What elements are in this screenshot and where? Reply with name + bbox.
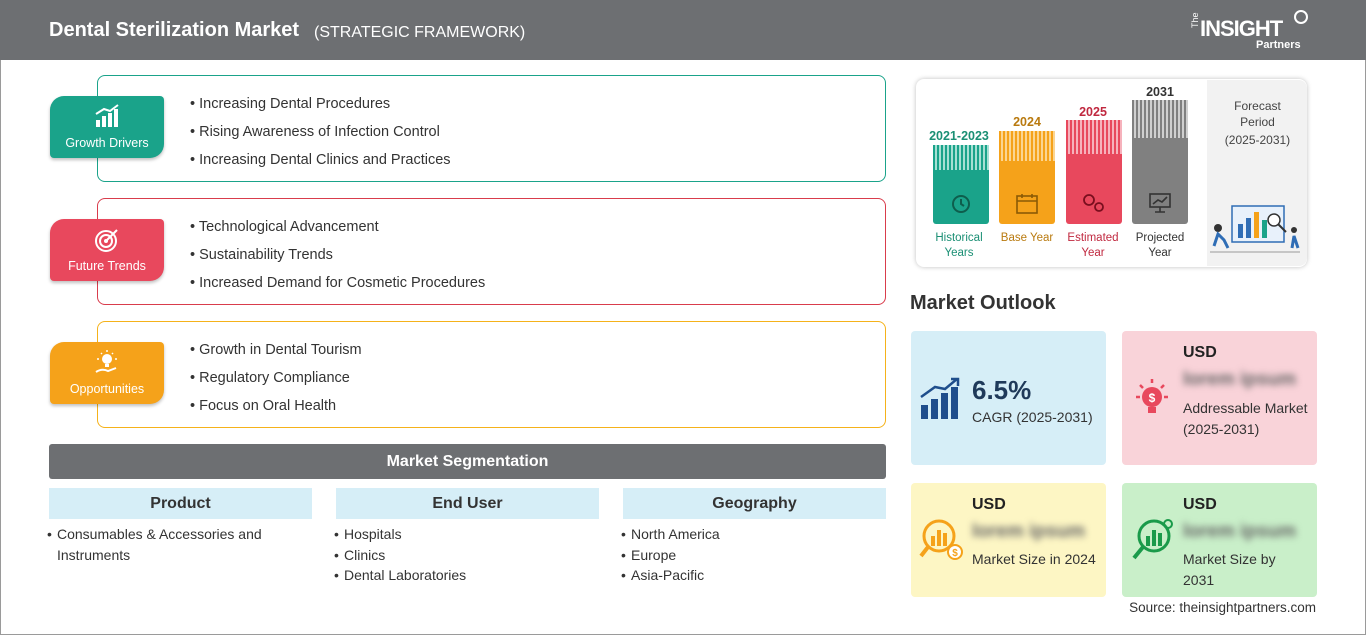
addressable-market-value: lorem ipsum bbox=[1183, 369, 1296, 390]
future-trends-card: Technological Advancement Sustainability… bbox=[97, 198, 886, 305]
calendar-icon bbox=[1016, 194, 1038, 214]
chart-magnifier-icon: $ bbox=[919, 519, 963, 560]
page-title: Dental Sterilization Market bbox=[49, 19, 300, 41]
segmentation-title: Market Segmentation bbox=[49, 444, 886, 479]
end-user-list: Hospitals Clinics Dental Laboratories bbox=[334, 524, 574, 586]
list-item: Increasing Dental Clinics and Practices bbox=[190, 152, 450, 180]
timeline-label-base: Base Year bbox=[1000, 232, 1054, 244]
list-item: Europe bbox=[621, 545, 861, 566]
addressable-market-card: USD lorem ipsum Addressable Market (2025… bbox=[1122, 331, 1317, 465]
list-item: Increasing Dental Procedures bbox=[190, 96, 451, 124]
list-item: Regulatory Compliance bbox=[190, 370, 362, 398]
chart-magnifier-icon bbox=[1132, 519, 1173, 560]
market-size-2024-label: Market Size in 2024 bbox=[972, 551, 1096, 567]
cagr-label: CAGR (2025-2031) bbox=[972, 409, 1093, 425]
logo-arc-icon bbox=[1294, 10, 1308, 24]
list-item: Increased Demand for Cosmetic Procedures bbox=[190, 275, 485, 303]
cagr-card: 6.5% CAGR (2025-2031) bbox=[911, 331, 1106, 465]
market-size-2031-value: lorem ipsum bbox=[1183, 521, 1296, 542]
timeline-year-estimated: 2025 bbox=[1079, 105, 1107, 119]
list-item: Dental Laboratories bbox=[334, 565, 574, 586]
addressable-market-label: Addressable Market (2025-2031) bbox=[1183, 400, 1308, 437]
opportunities-badge: Opportunities bbox=[50, 342, 164, 404]
market-size-2031-card: USD lorem ipsum Market Size by 2031 bbox=[1122, 483, 1317, 597]
forecast-period-label: Forecast Period (2025-2031) bbox=[1224, 99, 1291, 147]
target-icon bbox=[95, 229, 118, 252]
list-item: North America bbox=[621, 524, 861, 545]
market-size-2024-value: lorem ipsum bbox=[972, 521, 1085, 542]
analytics-illustration-icon bbox=[1210, 205, 1300, 253]
product-list: Consumables & Accessories and Instrument… bbox=[47, 524, 287, 565]
growth-drivers-card: Increasing Dental Procedures Rising Awar… bbox=[97, 75, 886, 182]
timeline-bar-historical bbox=[933, 145, 989, 224]
market-outlook-title: Market Outlook bbox=[910, 292, 1056, 314]
header-bar: Dental Sterilization Market (STRATEGIC F… bbox=[0, 0, 1366, 60]
history-icon bbox=[952, 195, 970, 213]
market-size-2031-label: Market Size by 2031 bbox=[1183, 551, 1276, 588]
svg-text:$: $ bbox=[1149, 391, 1156, 405]
future-trends-badge: Future Trends bbox=[50, 219, 164, 281]
growth-chart-icon bbox=[920, 377, 960, 419]
presentation-icon bbox=[1149, 193, 1171, 213]
insight-partners-logo[interactable]: The INSIGHT Partners bbox=[1190, 10, 1310, 54]
lightbulb-dollar-icon: $ bbox=[1136, 379, 1168, 413]
timeline-bar-projected bbox=[1132, 100, 1188, 224]
geography-list: North America Europe Asia-Pacific bbox=[621, 524, 861, 586]
market-size-2024-card: USD lorem ipsum Market Size in 2024 $ bbox=[911, 483, 1106, 597]
lightbulb-hand-icon bbox=[95, 350, 117, 373]
timeline-year-projected: 2031 bbox=[1146, 85, 1174, 99]
opportunities-card: Growth in Dental Tourism Regulatory Comp… bbox=[97, 321, 886, 428]
list-item: Sustainability Trends bbox=[190, 247, 485, 275]
timeline-label-projected: Projected Year bbox=[1135, 232, 1185, 259]
list-item: Clinics bbox=[334, 545, 574, 566]
list-item: Consumables & Accessories and Instrument… bbox=[47, 524, 287, 565]
list-item: Hospitals bbox=[334, 524, 574, 545]
timeline-bar-estimated bbox=[1066, 120, 1122, 224]
segment-geography-heading: Geography bbox=[623, 488, 886, 519]
timeline-label-historical: Historical Years bbox=[935, 232, 983, 259]
source-credit: Source: theinsightpartners.com bbox=[1129, 600, 1316, 615]
segment-end-user-heading: End User bbox=[336, 488, 599, 519]
timeline-bar-base bbox=[999, 131, 1055, 224]
gears-icon bbox=[1083, 194, 1104, 212]
page-subtitle: (STRATEGIC FRAMEWORK) bbox=[314, 24, 526, 41]
timeline-year-base: 2024 bbox=[1013, 115, 1041, 129]
list-item: Asia-Pacific bbox=[621, 565, 861, 586]
growth-chart-icon bbox=[95, 104, 119, 127]
svg-text:$: $ bbox=[952, 548, 958, 559]
timeline-year-historical: 2021-2023 bbox=[929, 129, 989, 143]
list-item: Rising Awareness of Infection Control bbox=[190, 124, 451, 152]
growth-drivers-badge: Growth Drivers bbox=[50, 96, 164, 158]
segment-product-heading: Product bbox=[49, 488, 312, 519]
list-item: Growth in Dental Tourism bbox=[190, 342, 362, 370]
timeline-label-estimated: Estimated Year bbox=[1067, 232, 1119, 259]
list-item: Technological Advancement bbox=[190, 219, 485, 247]
list-item: Focus on Oral Health bbox=[190, 398, 362, 426]
cagr-value: 6.5% bbox=[972, 375, 1032, 405]
